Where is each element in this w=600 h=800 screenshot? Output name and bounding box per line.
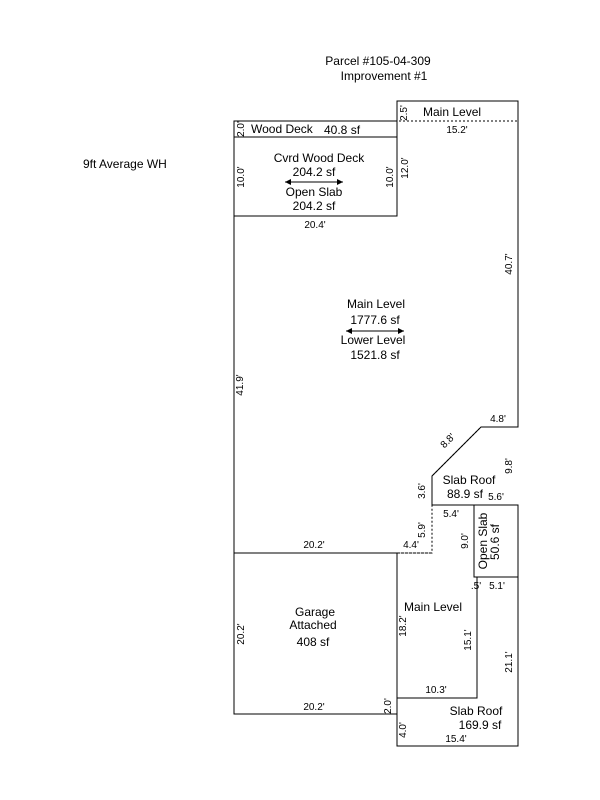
main-level-top-label: Main Level [423, 105, 481, 119]
dim-label: 15.1' [463, 629, 474, 650]
garage-outline [233, 552, 398, 715]
arrow-head-left [346, 328, 352, 334]
dim-label: 15.2' [446, 125, 467, 136]
covered-deck-outline [233, 136, 398, 217]
main-level-top-outline [396, 100, 519, 505]
main-level-label: Main Level [347, 297, 405, 311]
dim-label: 8.8' [439, 432, 458, 451]
dim-label: 10.3' [425, 685, 446, 696]
dim-label: 2.5' [399, 105, 410, 121]
slab-roof-2-label: Slab Roof [450, 704, 503, 718]
dim-label: 4.8' [490, 414, 506, 425]
dim-label: 20.2' [236, 623, 247, 644]
arrow-head-right [398, 328, 404, 334]
dim-label: 2.0' [236, 121, 247, 137]
improvement-label: Improvement #1 [341, 69, 428, 83]
main-level-area: 1777.6 sf [350, 313, 400, 327]
dim-label: 10.0' [385, 166, 396, 187]
garage-area: 408 sf [297, 635, 330, 649]
dim-label: 40.7' [504, 253, 515, 274]
dim-label: 5.6' [488, 492, 504, 503]
open-slab-area: 50.6 sf [488, 523, 502, 560]
dim-label: 15.4' [445, 734, 466, 745]
dim-label: 20.2' [303, 540, 324, 551]
dim-label: 20.4' [304, 220, 325, 231]
garage-label-2: Attached [289, 618, 336, 632]
dim-label: 9.8' [504, 458, 515, 474]
dim-label: .5' [471, 581, 481, 592]
parcel-number: Parcel #105-04-309 [325, 54, 431, 68]
wood-deck-area: 40.8 sf [324, 123, 361, 137]
dim-label: 3.6' [417, 483, 428, 499]
wall-height-note: 9ft Average WH [83, 157, 167, 171]
slab-roof-1-label: Slab Roof [443, 473, 496, 487]
lower-level-label: Lower Level [341, 333, 406, 347]
dim-label: 2.0' [383, 698, 394, 714]
dim-label: 12.0' [400, 157, 411, 178]
dim-label: 5.9' [417, 522, 428, 538]
arrow-head-left [285, 179, 291, 185]
dim-label: 10.0' [236, 166, 247, 187]
open-slab-upper-area: 204.2 sf [293, 199, 336, 213]
covered-deck-label: Cvrd Wood Deck [274, 151, 365, 165]
covered-deck-area: 204.2 sf [293, 165, 336, 179]
dim-label: 4.0' [398, 722, 409, 738]
dim-label: 9.0' [460, 533, 471, 549]
open-slab-upper-label: Open Slab [286, 185, 343, 199]
dim-label: 5.1' [489, 581, 505, 592]
dim-label: 41.9' [235, 374, 246, 395]
main-level-lower-label: Main Level [404, 600, 462, 614]
garage-label: Garage [295, 605, 335, 619]
slab-roof-2-area: 169.9 sf [459, 718, 502, 732]
lower-level-area: 1521.8 sf [350, 348, 400, 362]
arrow-head-right [337, 179, 343, 185]
open-slab-label: Open Slab [476, 512, 490, 569]
dim-label: 4.4' [403, 540, 419, 551]
dim-label: 18.2' [398, 615, 409, 636]
dim-label: 20.2' [303, 702, 324, 713]
dim-label: 21.1' [504, 651, 515, 672]
slab-roof-1-area: 88.9 sf [447, 487, 484, 501]
dim-label: 5.4' [443, 509, 459, 520]
wood-deck-label: Wood Deck [251, 122, 314, 136]
